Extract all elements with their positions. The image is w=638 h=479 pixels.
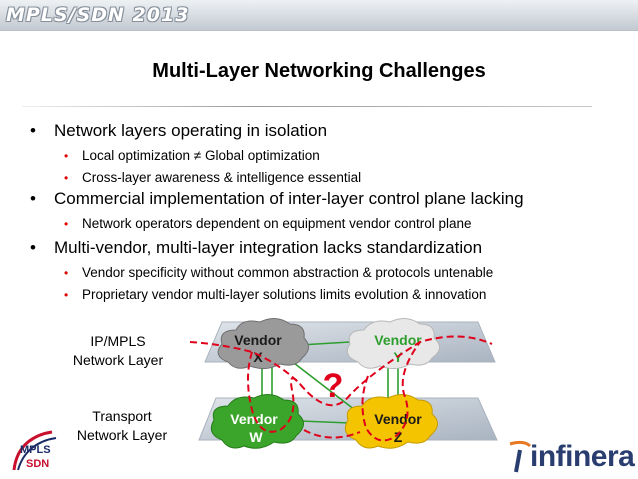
- cloud-vendor-x: Vendor X: [217, 318, 309, 370]
- cloud-w-line2: W: [249, 429, 263, 445]
- sub-bullet-dot: •: [64, 171, 69, 185]
- sdn-badge-line1: MPLS: [20, 444, 51, 456]
- sub-bullet-text: Local optimization ≠ Global optimization: [82, 148, 320, 163]
- transport-label-line2: Network Layer: [76, 427, 168, 443]
- transport-label-line1: Transport: [92, 408, 152, 424]
- sub-bullet-dot: •: [64, 288, 69, 302]
- cloud-vendor-z: Vendor Z: [344, 394, 438, 449]
- mpls-sdn-logo: [12, 430, 57, 471]
- cross-layer-paths: [189, 335, 493, 442]
- cloud-z-line1: Vendor: [374, 411, 422, 427]
- cloud-z-shape: [344, 394, 438, 449]
- bullet-text: Multi-vendor, multi-layer integration la…: [54, 238, 483, 257]
- sub-bullet-3-1: • Vendor specificity without common abstr…: [64, 265, 493, 280]
- sub-bullet-text: Vendor specificity without common abstra…: [82, 265, 494, 280]
- ip-mpls-label-line1: IP/MPLS: [90, 333, 146, 349]
- sub-bullet-1-1: • Local optimization ≠ Global optimizatio…: [64, 148, 320, 163]
- sub-bullet-3-2: • Proprietary vendor multi-layer solution…: [64, 287, 486, 302]
- cloud-x-line1: Vendor: [234, 332, 282, 348]
- bullet-text: Network layers operating in isolation: [54, 121, 328, 140]
- slide-title: Multi-Layer Networking Challenges: [152, 60, 486, 82]
- sub-bullet-text: Network operators dependent on equipment…: [82, 216, 472, 231]
- bullet-dot: •: [30, 121, 36, 140]
- cloud-z-line2: Z: [394, 429, 403, 445]
- dashed-path-loop-right: [361, 341, 421, 442]
- link-x-z: [289, 359, 356, 411]
- header-bar: MPLS/SDN 2013: [0, 0, 638, 31]
- cloud-y-shape: [346, 318, 440, 370]
- sdn-badge-line2: SDN: [26, 458, 50, 470]
- infinera-logo-icon: [509, 440, 532, 473]
- sub-bullet-text: Cross-layer awareness & intelligence ess…: [82, 170, 362, 185]
- sub-bullet-dot: •: [64, 149, 69, 163]
- transport-layer-label: Transport Network Layer: [66, 407, 178, 445]
- bullet-dot: •: [30, 238, 36, 257]
- dashed-path-ip: [189, 335, 493, 407]
- bullet-2: • Commercial implementation of inter-laye…: [30, 189, 524, 209]
- dashed-path-transport: [303, 429, 361, 439]
- brand-logo-text: infinera: [530, 440, 635, 473]
- bullet-dot: •: [30, 189, 36, 208]
- question-mark: ?: [323, 367, 344, 405]
- sub-bullet-dot: •: [64, 217, 69, 231]
- sub-bullet-1-2: • Cross-layer awareness & intelligence es…: [64, 170, 361, 185]
- cloud-x-shape: [217, 318, 309, 370]
- conference-label: MPLS/SDN 2013: [6, 4, 190, 26]
- sub-bullet-text: Proprietary vendor multi-layer solutions…: [82, 287, 487, 302]
- sub-bullet-dot: •: [64, 266, 69, 280]
- bullet-text: Commercial implementation of inter-layer…: [54, 189, 524, 208]
- link-w-z: [299, 420, 351, 424]
- ip-mpls-label-line2: Network Layer: [72, 352, 164, 368]
- bullet-1: • Network layers operating in isolation: [30, 121, 327, 141]
- title-divider: [22, 106, 592, 107]
- cloud-x-line2: X: [253, 349, 263, 365]
- bullet-3: • Multi-vendor, multi-layer integration l…: [30, 238, 482, 258]
- cloud-y-line1: Vendor: [374, 332, 422, 348]
- sub-bullet-2-1: • Network operators dependent on equipmen…: [64, 216, 472, 231]
- ip-mpls-layer-label: IP/MPLS Network Layer: [62, 332, 174, 370]
